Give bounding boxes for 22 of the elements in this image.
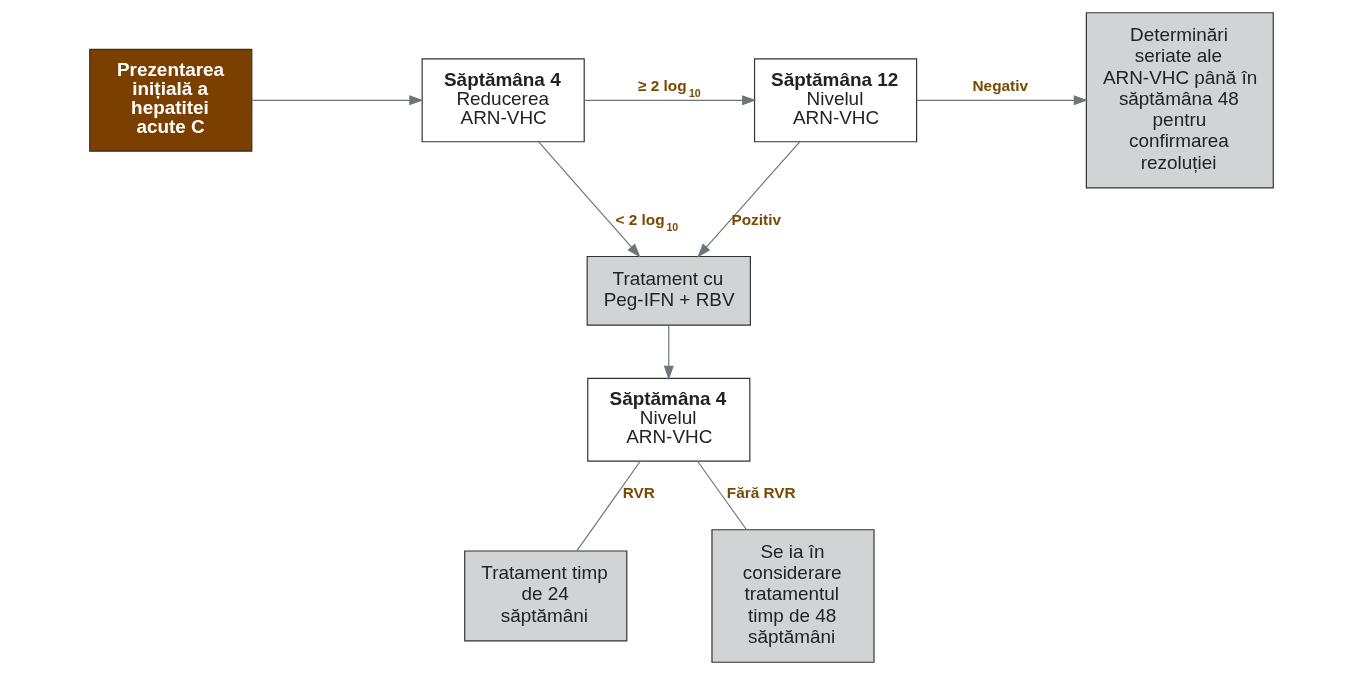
arrow [250,95,423,106]
edge-label: ≥ 2 log$_{10}$ [637,77,701,100]
arrow [537,141,641,258]
arrow [915,95,1088,106]
arrow [663,324,674,381]
node-box: Prezentarea inițială a hepatitei acute C [88,48,252,152]
node-box: Se ia în considerare tratamentul timp de 48 săptămâni [710,529,875,663]
edge-label: Pozitiv [730,211,781,228]
arrow [583,95,756,106]
edge-label: RVR [622,484,655,502]
node-box: Tratament timp de 24 săptămâni [463,550,627,642]
edge-label: < 2 log$_{10}$ [615,211,678,233]
node-box: Săptămâna 12 Nivelul ARN-VHC [753,58,917,143]
edge-label: Negativ [972,77,1028,95]
node-box: Determinări seriate ale ARN-VHC până în săptămâna 48 pentru confirmarea rezoluției [1085,12,1274,189]
node-box: Săptămâna 4 Reducerea ARN-VHC [421,58,585,143]
node-box: Tratament cu Peg-IFN + RBV [586,255,751,326]
node-box: Săptămâna 4 Nivelul ARN-VHC [586,377,750,462]
arrow [696,141,800,258]
connector [575,460,641,552]
edge-label: Fără RVR [726,484,796,502]
connector [696,460,747,531]
